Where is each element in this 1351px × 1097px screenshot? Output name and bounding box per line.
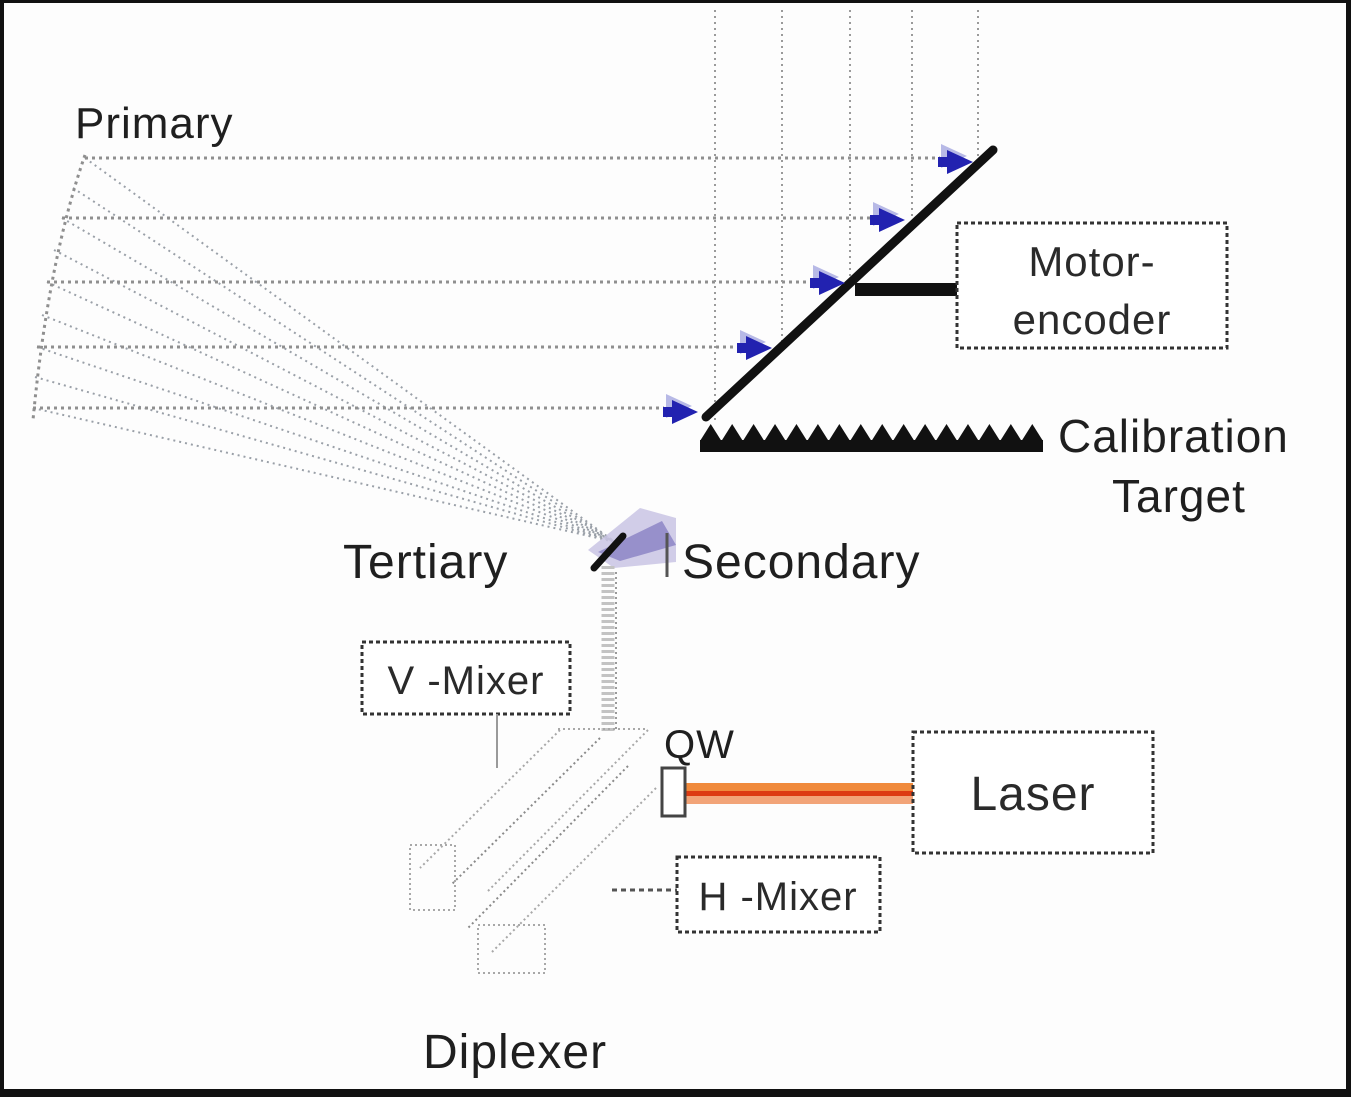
diplexer-left-port <box>409 844 456 911</box>
sawtooth-tooth <box>957 424 979 441</box>
reflected-ray <box>84 157 616 543</box>
diplexer-structure <box>409 728 657 974</box>
laser-box <box>911 730 1155 855</box>
sawtooth-tooth <box>850 424 872 441</box>
qw-plate <box>660 766 687 818</box>
tertiary-label: Tertiary <box>343 536 508 589</box>
secondary-label: Secondary <box>682 536 920 589</box>
calibration-target-label-line1: Calibration <box>1058 410 1289 462</box>
beam-direction-arrow <box>819 271 845 295</box>
motor-encoder-box <box>955 221 1229 350</box>
scan-grid-lines <box>714 10 979 424</box>
sawtooth-tooth <box>764 424 786 441</box>
motor-encoder-shaft <box>855 283 957 296</box>
sawtooth-tooth <box>892 424 915 441</box>
secondary-beam-core <box>598 521 676 561</box>
laser-beam-core <box>668 791 913 797</box>
v-mixer-label: V -Mixer <box>388 659 545 703</box>
diplexer-diagonal <box>467 765 629 929</box>
reflected-ray <box>34 376 616 543</box>
sawtooth-tooth <box>935 424 958 441</box>
diplexer-diagonal <box>486 729 649 893</box>
image-border-left <box>0 0 4 1097</box>
diplexer-diagonal <box>491 787 657 953</box>
sawtooth-tooth <box>828 424 851 441</box>
reflected-ray <box>36 346 616 543</box>
reflected-ray <box>53 249 616 543</box>
diplexer-label: Diplexer <box>423 1026 607 1079</box>
h-mixer-label: H -Mixer <box>698 875 857 919</box>
sawtooth-tooth <box>785 424 808 441</box>
beam-direction-arrow <box>879 208 905 232</box>
sawtooth-tooth <box>721 424 743 441</box>
v-mixer-box <box>360 640 572 716</box>
qw-label: QW <box>664 723 735 767</box>
image-border-right <box>1346 0 1351 1097</box>
beam-arrow-tail <box>737 343 747 353</box>
calibration-target-base <box>700 440 1043 452</box>
reflected-ray <box>72 187 616 543</box>
beam-arrow-tail <box>938 157 948 167</box>
sawtooth-tooth <box>807 424 829 441</box>
scan-mirror-line <box>701 145 998 422</box>
beam-direction-arrow <box>746 336 772 360</box>
h-mixer-box <box>675 855 882 934</box>
laser-beam-top <box>668 783 913 792</box>
diplexer-bottom-foot <box>477 924 546 974</box>
image-border-bottom <box>0 1089 1351 1097</box>
reflected-ray <box>32 407 616 543</box>
sawtooth-tooth <box>1000 424 1022 441</box>
beam-arrow-tail <box>663 407 673 417</box>
sawtooth-tooth <box>700 424 722 441</box>
primary-rays <box>33 156 940 410</box>
reflected-ray <box>46 281 616 543</box>
beam-arrow-tail <box>810 278 820 288</box>
sawtooth-tooth <box>1021 424 1043 441</box>
sawtooth-tooth <box>742 424 765 441</box>
beam-direction-arrow <box>947 150 973 174</box>
laser-beam-bottom <box>668 796 913 804</box>
reflected-ray-fan <box>32 157 616 543</box>
reflected-ray <box>61 217 616 543</box>
sawtooth-tooth <box>914 424 936 441</box>
sawtooth-tooth <box>978 424 1001 441</box>
motor-encoder-label-line1: Motor- <box>1028 238 1155 285</box>
calibration-target-sawtooth <box>700 424 1043 441</box>
calibration-target-label-line2: Target <box>1112 470 1246 522</box>
diplexer-beamsplitter <box>451 737 601 885</box>
tertiary-mirror-stroke <box>590 532 627 572</box>
reflected-ray <box>41 314 616 543</box>
laser-label: Laser <box>970 768 1095 821</box>
beam-direction-arrow <box>672 400 698 424</box>
beam-direction-arrows <box>663 144 973 424</box>
sawtooth-tooth <box>871 424 893 441</box>
image-border-top <box>0 0 1351 3</box>
beam-arrow-tail <box>870 215 880 225</box>
motor-encoder-label-line2: encoder <box>1013 296 1172 343</box>
primary-label: Primary <box>75 99 234 148</box>
primary-mirror-arc <box>31 154 87 421</box>
